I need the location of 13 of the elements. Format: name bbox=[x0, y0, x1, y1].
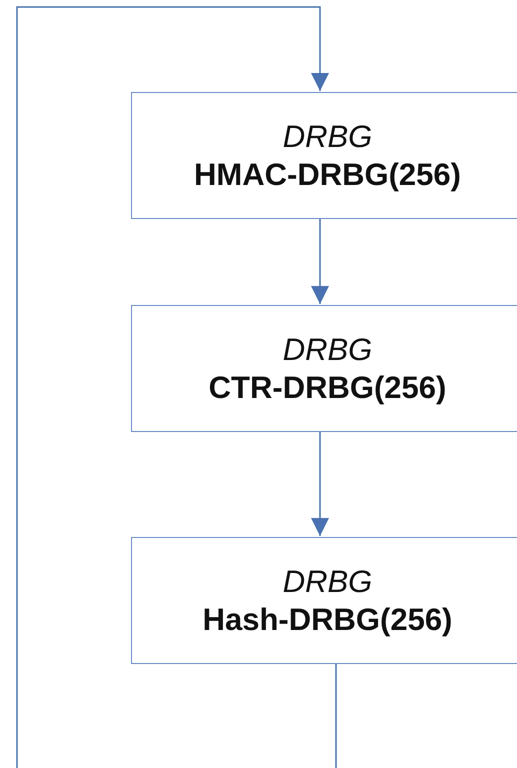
process-box bbox=[131, 305, 517, 432]
type-label: DRBG bbox=[282, 331, 372, 368]
algorithm-name: CTR-DRBG(256) bbox=[208, 368, 446, 406]
algorithm-name: Hash-DRBG(256) bbox=[202, 600, 452, 638]
type-label: DRBG bbox=[282, 563, 372, 600]
algorithm-name: HMAC-DRBG(256) bbox=[194, 156, 461, 193]
process-box bbox=[131, 92, 517, 219]
arrow bbox=[311, 219, 329, 304]
arrow bbox=[16, 6, 329, 768]
process-box bbox=[131, 537, 517, 664]
arrow bbox=[311, 432, 329, 536]
connector-line bbox=[335, 664, 337, 768]
type-label: DRBG bbox=[282, 118, 372, 156]
